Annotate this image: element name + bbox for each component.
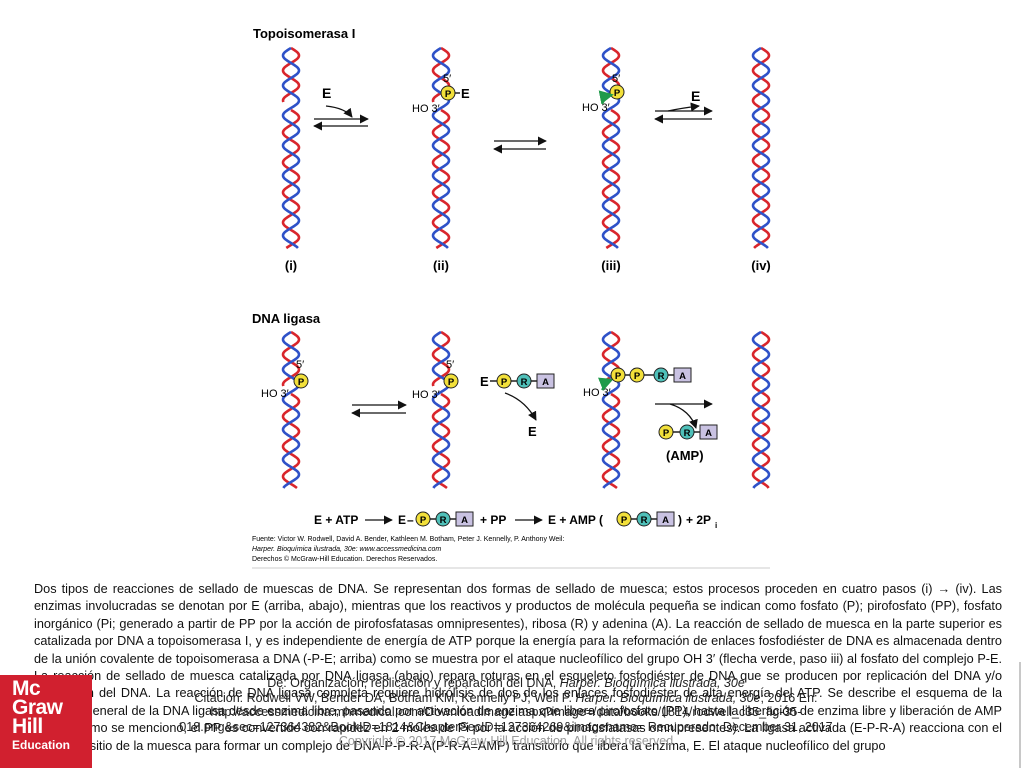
step-label-iii: (iii) [601, 258, 621, 273]
phosphate-label: P [501, 377, 508, 388]
phosphate-label: P [420, 515, 427, 526]
figure-caption: Dos tipos de reacciones de sellado de mu… [34, 582, 1002, 753]
dna-strand-nicked [431, 108, 451, 250]
adenine-label: A [705, 428, 712, 439]
overall-equation: E + ATP E – P R A + PP E + AMP ( P R A )… [314, 511, 717, 530]
five-prime-label: 5′ [612, 73, 620, 85]
phosphate-label: P [634, 371, 641, 382]
citation-url-continued: 018.png&sec=127364382&BookID=1814&Chapte… [179, 719, 833, 734]
ho-three-prime-label: HO 3′ [261, 388, 289, 400]
dna-strand [751, 330, 771, 489]
dna-strand-nicked [281, 108, 301, 250]
dna-helices [281, 46, 771, 490]
slide-edge-rule [1019, 662, 1021, 768]
binding-arrow [325, 105, 353, 118]
phosphate-node [443, 373, 459, 389]
dna-strand-nicked [431, 392, 451, 490]
ligase-title: DNA ligasa [252, 311, 321, 326]
release-arrow [669, 403, 698, 429]
ho-three-prime-label: HO 3′ [583, 387, 611, 399]
phosphate-label: P [298, 377, 305, 388]
dna-strand [751, 330, 771, 489]
ribose-label: R [440, 515, 447, 526]
release-arrow [667, 102, 700, 112]
phosphate-node [293, 373, 309, 389]
adenine-label: A [662, 515, 669, 526]
five-prime-label: 5′ [296, 359, 304, 371]
copyright-line: Copyright © 2017 McGraw-Hill Education. … [338, 734, 674, 749]
enzyme-label: E [322, 85, 331, 101]
citation-url[interactable]: http://accessmedicina.mhmedical.com/Down… [210, 705, 802, 720]
phosphate-label: P [445, 89, 452, 100]
ribose-label: R [684, 428, 691, 439]
phosphate-label: P [663, 428, 670, 439]
dna-strand [281, 330, 301, 489]
source-line-2: Harper. Bioquímica ilustrada, 30e: www.a… [252, 546, 441, 553]
adenine-label: A [542, 377, 549, 388]
adenine-node [455, 511, 474, 527]
dna-strand [281, 46, 301, 249]
equation-e-plus-atp: E + ATP [314, 513, 358, 527]
dna-strand [431, 330, 451, 489]
nucleophilic-attack-arrow [598, 377, 614, 391]
dna-strand [751, 46, 771, 249]
source-line-3: Derechos © McGraw-Hill Education. Derech… [252, 555, 437, 563]
bond-dash: – [407, 513, 414, 527]
equation-plus-pp: + PP [480, 513, 506, 527]
adenine-node [656, 511, 675, 527]
dna-strand [751, 46, 771, 249]
step-label-i: (i) [285, 258, 297, 273]
ribose-label: R [641, 515, 648, 526]
ribose-label: R [658, 371, 665, 382]
enzyme-label: E [528, 424, 537, 439]
ho-three-prime-label: HO 3′ [412, 103, 440, 115]
adenine-node [699, 424, 718, 440]
enzyme-label: E [461, 86, 470, 101]
topoisomerase-title: Topoisomerasa I [253, 26, 355, 41]
dna-strand-nicked [281, 392, 301, 490]
dna-strand [431, 46, 451, 249]
ho-three-prime-label: HO 3′ [412, 389, 440, 401]
citation-line-1: De: Organización, replicación y reparaci… [267, 676, 745, 690]
phosphate-label: P [621, 515, 628, 526]
adenine-node [673, 367, 692, 383]
enzyme-label: E [398, 513, 406, 527]
equation-plus-2p: + 2P [686, 513, 711, 527]
ho-three-prime-label: HO 3′ [582, 102, 610, 114]
dna-strand [601, 46, 621, 249]
equation-subscript: i [715, 521, 717, 530]
mcgraw-hill-logo: Mc Graw Hill Education [0, 675, 92, 768]
nucleophilic-attack-arrow [598, 90, 614, 105]
adenine-label: A [679, 371, 686, 382]
step-label-iv: (iv) [751, 258, 771, 273]
step-label-ii: (ii) [433, 258, 449, 273]
amp-label: (AMP) [666, 448, 704, 463]
adenine-node [536, 373, 555, 389]
ribose-label: R [521, 377, 528, 388]
citation-line-2: Citación: Rodwell VW, Bender DA, Botham … [194, 690, 818, 705]
phosphate-label: P [448, 377, 455, 388]
five-prime-label: 5′ [446, 359, 454, 371]
equation-close: ) [678, 513, 682, 527]
dna-strand-nicked [601, 392, 621, 490]
phosphate-label: P [614, 88, 621, 99]
phosphate-label: P [615, 371, 622, 382]
equation-e-plus-amp: E + AMP ( [548, 513, 603, 527]
five-prime-label: 5′ [443, 73, 451, 85]
enzyme-label: E [691, 88, 700, 104]
release-arrow [504, 392, 537, 421]
adenine-label: A [461, 515, 468, 526]
reaction-figure: Topoisomerasa I DNA ligasa (i) (ii) (iii… [252, 26, 771, 569]
dna-strand-nicked [601, 108, 621, 250]
citation-block: De: Organización, replicación y reparaci… [86, 676, 926, 749]
dna-strand [601, 330, 621, 489]
enzyme-label: E [480, 374, 489, 389]
source-line-1: Fuente: Victor W. Rodwell, David A. Bend… [252, 536, 564, 543]
